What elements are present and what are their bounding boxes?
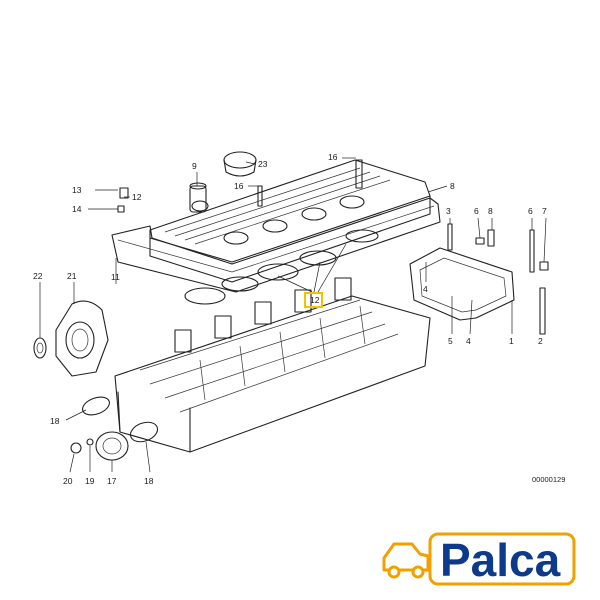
highlight-box-12 xyxy=(304,292,323,308)
logo-frame xyxy=(428,532,576,586)
leader-lines xyxy=(39,157,547,473)
small-bolts-19-20 xyxy=(70,438,94,454)
callout-17[interactable]: 17 xyxy=(107,476,117,486)
callout-21[interactable]: 21 xyxy=(67,271,77,281)
callout-16-top[interactable]: 16 xyxy=(328,152,338,162)
spark-plug-seals xyxy=(184,229,379,305)
callout-3[interactable]: 3 xyxy=(446,206,451,216)
callout-22[interactable]: 22 xyxy=(33,271,43,281)
oil-filler-cap xyxy=(223,151,257,177)
callout-14[interactable]: 13 xyxy=(72,185,82,195)
car-icon xyxy=(382,542,430,579)
timing-housing xyxy=(409,247,515,321)
callout-16-left[interactable]: 16 xyxy=(234,181,244,191)
callout-2[interactable]: 2 xyxy=(538,336,543,346)
callout-4-a[interactable]: 4 xyxy=(423,284,428,294)
callout-13[interactable]: 12 xyxy=(132,192,142,202)
cover-plate-17 xyxy=(95,431,129,461)
breather-pipe xyxy=(189,182,207,213)
logo-wordmark: Palca xyxy=(440,534,561,586)
cylinder-head xyxy=(114,277,431,453)
callout-5[interactable]: 5 xyxy=(448,336,453,346)
callout-9-label[interactable]: 8 xyxy=(450,181,455,191)
callout-7[interactable]: 7 xyxy=(542,206,547,216)
callout-4-b[interactable]: 4 xyxy=(466,336,471,346)
seal-ring-22 xyxy=(33,337,47,359)
bolts-right xyxy=(447,223,549,335)
callout-23[interactable]: 23 xyxy=(258,159,268,169)
callout-15[interactable]: 14 xyxy=(72,204,82,214)
callout-19[interactable]: 19 xyxy=(85,476,95,486)
callout-11[interactable]: 11 xyxy=(111,272,120,282)
callout-6-b[interactable]: 6 xyxy=(528,206,533,216)
bolts-top xyxy=(117,159,363,213)
callout-18-a[interactable]: 18 xyxy=(50,416,60,426)
water-outlet-flange xyxy=(55,300,109,377)
callout-10[interactable]: 9 xyxy=(192,161,197,171)
callout-12[interactable]: 12 xyxy=(310,295,320,305)
callout-8-visible[interactable]: 8 xyxy=(488,206,493,216)
valve-cover-gasket xyxy=(111,197,441,293)
callout-1[interactable]: 1 xyxy=(509,336,514,346)
o-rings xyxy=(82,396,159,443)
callout-20[interactable]: 20 xyxy=(63,476,73,486)
callouts: 9 23 16 16 9 8 13 12 14 11 12 3 6 9 9 9 … xyxy=(33,152,547,486)
drawing-code: 00000129 xyxy=(532,475,565,484)
callout-18-b[interactable]: 18 xyxy=(144,476,154,486)
callout-6-a[interactable]: 6 xyxy=(474,206,479,216)
palca-logo: Palca xyxy=(382,532,576,586)
